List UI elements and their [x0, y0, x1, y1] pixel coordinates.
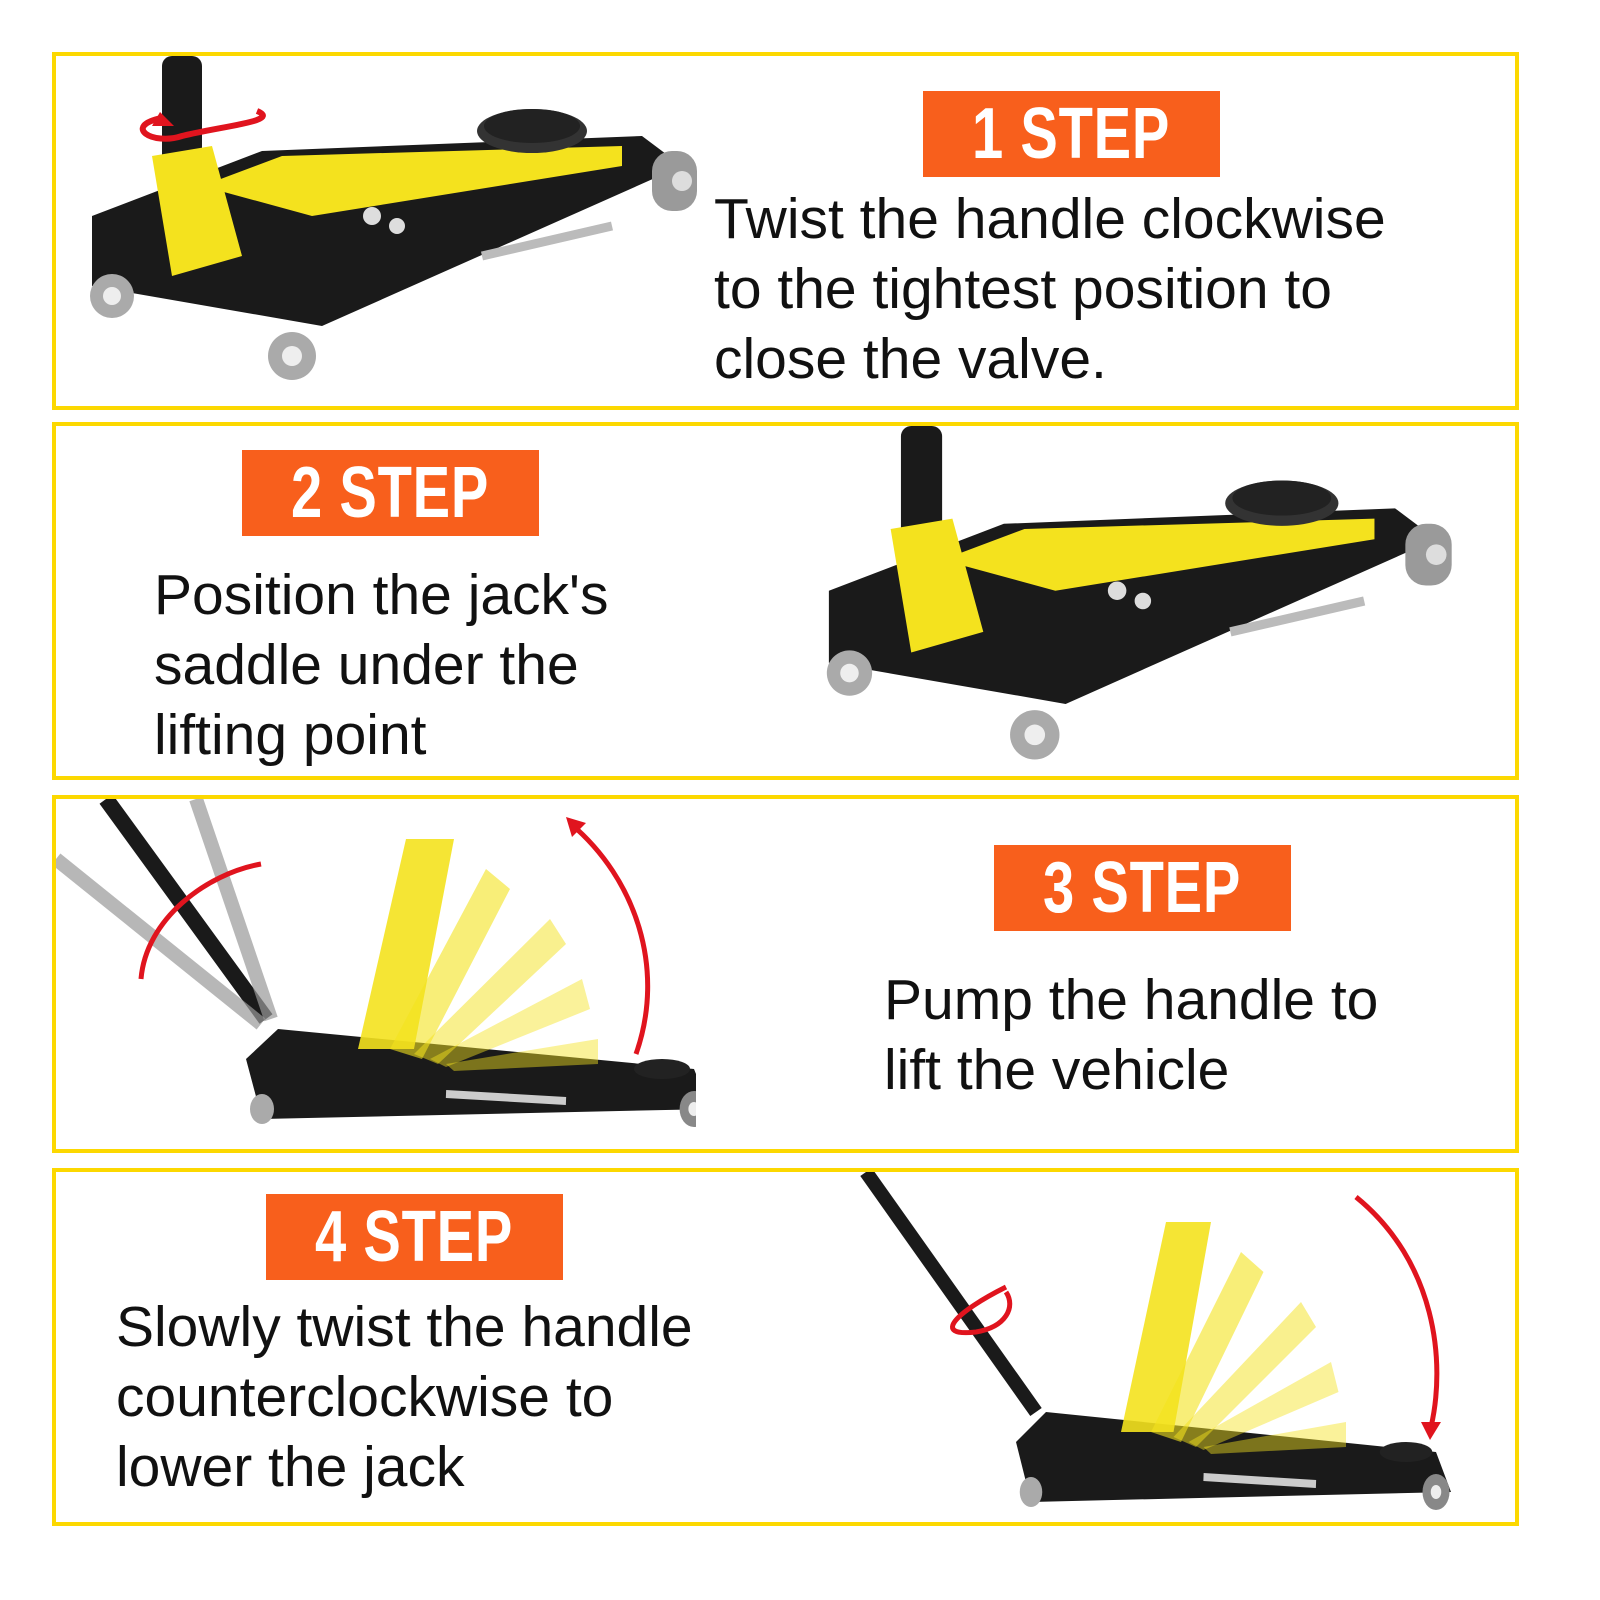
floor-jack-positioned-image — [808, 426, 1488, 776]
step-1-label: 1 STEP — [972, 94, 1171, 174]
step-4-description: Slowly twist the handle counterclockwise… — [116, 1295, 693, 1499]
step-2-panel: 2 STEP Position the jack's saddle under … — [52, 422, 1519, 780]
step-2-badge: 2 STEP — [242, 450, 539, 536]
step-3-description: Pump the handle to lift the vehicle — [884, 968, 1379, 1102]
step-4-label: 4 STEP — [315, 1197, 514, 1277]
pump-arrow-icon — [138, 861, 262, 980]
floor-jack-pumping-image — [56, 799, 696, 1149]
step-2-description: Position the jack's saddle under the lif… — [154, 563, 609, 767]
step-1-panel: 1 STEP Twist the handle clockwise to the… — [52, 52, 1519, 410]
counterclockwise-arrow-icon — [950, 1284, 1013, 1336]
clockwise-arrow-icon — [139, 108, 266, 142]
step-3-label: 3 STEP — [1043, 848, 1242, 928]
step-4-panel: 4 STEP Slowly twist the handle countercl… — [52, 1168, 1519, 1526]
floor-jack-closing-valve-image — [82, 56, 722, 396]
step-1-description: Twist the handle clockwise to the tighte… — [714, 187, 1386, 391]
step-3-panel: 3 STEP Pump the handle to lift the vehic… — [52, 795, 1519, 1153]
floor-jack-lowering-image — [860, 1172, 1496, 1522]
step-4-badge: 4 STEP — [266, 1194, 563, 1280]
lift-arrow-icon — [569, 822, 651, 1055]
step-2-label: 2 STEP — [291, 453, 490, 533]
step-3-badge: 3 STEP — [994, 845, 1291, 931]
step-1-badge: 1 STEP — [923, 91, 1220, 177]
lower-arrow-icon — [1354, 1195, 1440, 1428]
